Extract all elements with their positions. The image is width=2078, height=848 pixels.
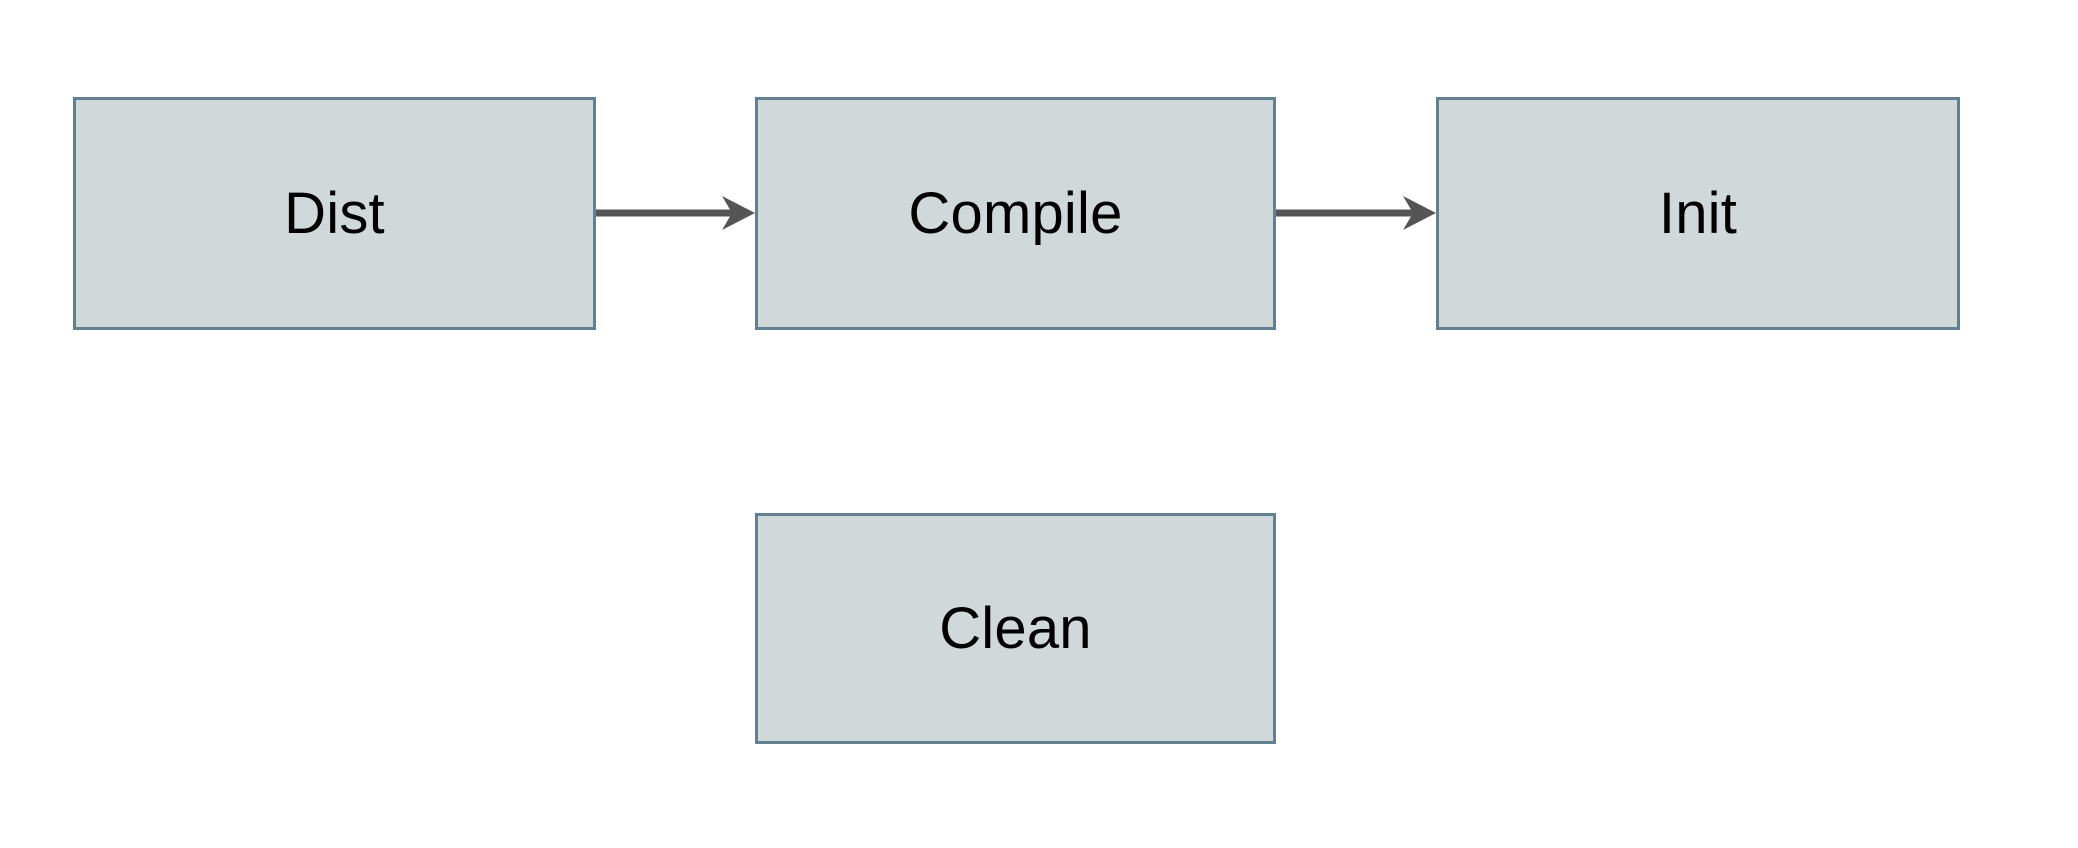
node-compile[interactable]: Compile (755, 97, 1276, 330)
arrow-shaft-and-head-icon (596, 196, 755, 230)
arrow-shaft-and-head-icon (1276, 196, 1436, 230)
node-init-label: Init (1658, 180, 1738, 246)
node-dist[interactable]: Dist (73, 97, 596, 330)
node-dist-label: Dist (284, 180, 385, 246)
edge-compile-to-init[interactable] (1276, 193, 1436, 233)
node-clean[interactable]: Clean (755, 513, 1276, 744)
node-clean-label: Clean (939, 595, 1092, 661)
edge-dist-to-compile[interactable] (596, 193, 755, 233)
node-compile-label: Compile (908, 180, 1123, 246)
node-init[interactable]: Init (1436, 97, 1960, 330)
